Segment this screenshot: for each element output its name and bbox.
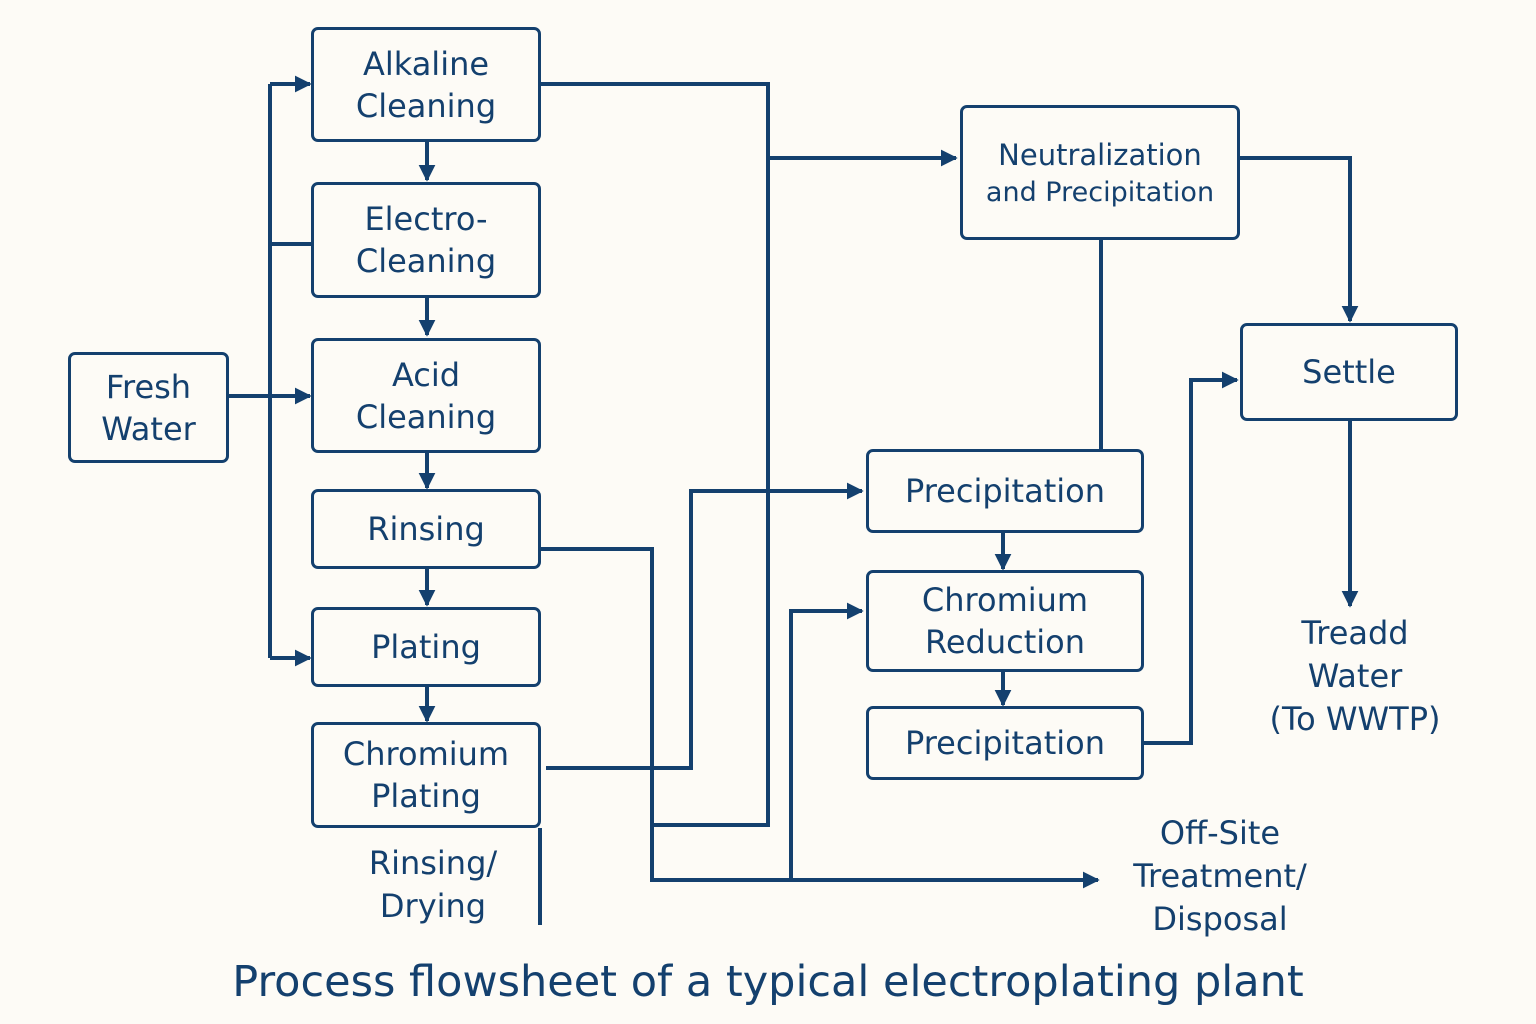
connector-offsite-line-to-chromium-reduction (789, 602, 864, 880)
alkaline-cleaning-node[interactable]: Alkaline Cleaning (311, 27, 541, 142)
treated-water-line1: Treadd (1301, 614, 1409, 652)
precipitation-node-upper[interactable]: Precipitation (866, 449, 1144, 533)
neutralization-label-line1: Neutralization (998, 137, 1202, 172)
chromium-plating-node[interactable]: Chromium Plating (311, 722, 541, 828)
connector-chromium-plating-to-precipitation (546, 482, 864, 770)
fresh-water-label-line2: Water (101, 409, 196, 448)
rinsing-drying-line1: Rinsing/ (368, 844, 498, 882)
precipitation-upper-label: Precipitation (904, 472, 1105, 510)
settle-node[interactable]: Settle (1240, 323, 1458, 421)
settle-label: Settle (1302, 353, 1396, 391)
rinsing-drying-label: Rinsing/ Drying (333, 842, 533, 928)
treated-water-line3: (To WWTP) (1269, 700, 1441, 738)
acid-cleaning-label-line1: Acid (391, 355, 461, 394)
acid-cleaning-node[interactable]: Acid Cleaning (311, 338, 541, 453)
electro-cleaning-label-line1: Electro- (364, 200, 488, 238)
electro-cleaning-node[interactable]: Electro- Cleaning (311, 182, 541, 298)
rinsing-label: Rinsing (367, 510, 485, 548)
plating-node[interactable]: Plating (311, 607, 541, 687)
acid-cleaning-label-line2: Cleaning (355, 397, 497, 436)
chromium-plating-label-line1: Chromium (342, 735, 510, 773)
connector-alkaline-to-neutralization (541, 82, 770, 827)
offsite-line3: Disposal (1152, 900, 1288, 938)
neutralization-precipitation-node[interactable]: Neutralization and Precipitation (960, 105, 1240, 240)
chromium-reduction-node[interactable]: Chromium Reduction (866, 570, 1144, 672)
diagram-caption: Process flowsheet of a typical electropl… (232, 957, 1304, 1007)
fresh-water-node[interactable]: Fresh Water (68, 352, 229, 463)
precipitation-lower-label: Precipitation (904, 724, 1105, 762)
electro-cleaning-label-line2: Cleaning (355, 242, 497, 280)
alkaline-cleaning-label-line1: Alkaline (362, 44, 490, 83)
chromium-plating-label-line2: Plating (371, 777, 481, 815)
rinsing-node[interactable]: Rinsing (311, 489, 541, 569)
precipitation-node-lower[interactable]: Precipitation (866, 706, 1144, 780)
neutralization-label-line2: and Precipitation (985, 176, 1215, 208)
connector-rinsing-to-offsite (541, 547, 1100, 889)
chromium-reduction-label-line1: Chromium (921, 581, 1089, 619)
offsite-treatment-label: Off-Site Treatment/ Disposal (1100, 812, 1340, 941)
plating-label: Plating (371, 628, 481, 666)
fresh-water-label-line1: Fresh (105, 367, 192, 406)
treated-water-label: Treadd Water (To WWTP) (1245, 612, 1465, 741)
rinsing-drying-line2: Drying (379, 887, 487, 925)
offsite-line1: Off-Site (1159, 814, 1281, 852)
alkaline-cleaning-label-line2: Cleaning (355, 86, 497, 125)
treated-water-line2: Water (1307, 657, 1403, 695)
chromium-reduction-label-line2: Reduction (925, 623, 1085, 661)
offsite-line2: Treatment/ (1133, 857, 1307, 895)
connector-precipitation-to-settle (1143, 371, 1239, 745)
connector-neutralization-to-settle (1240, 156, 1359, 323)
